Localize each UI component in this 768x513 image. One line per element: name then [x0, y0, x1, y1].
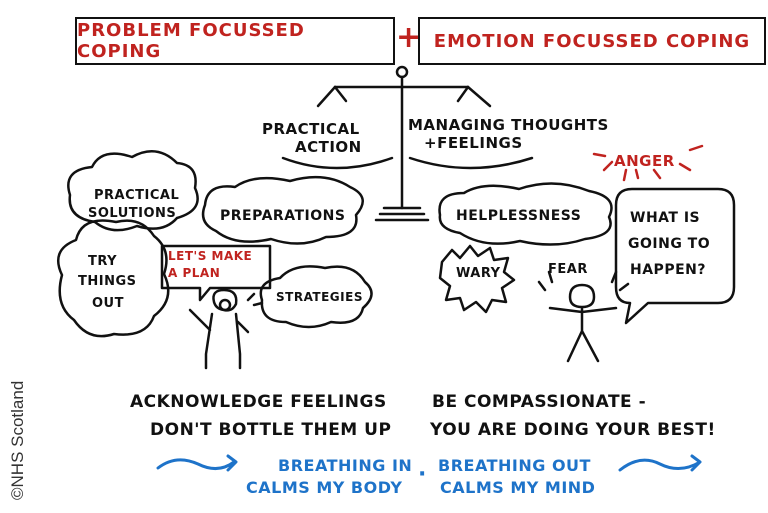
breathing-in-line-2: CALMS MY BODY [246, 478, 403, 497]
try-text-1: TRY [88, 254, 118, 269]
preparations-text: PREPARATIONS [220, 208, 346, 224]
breathing-out-line-1: BREATHING OUT [438, 456, 591, 475]
problem-focussed-coping-label: PROBLEM FOCUSSED COPING [75, 17, 395, 65]
breathing-out-line-2: CALMS MY MIND [440, 478, 596, 497]
what-text-2: GOING TO [628, 236, 711, 252]
advice-left-line-2: DON'T BOTTLE THEM UP [150, 420, 392, 440]
burst-wary [438, 244, 516, 314]
breathing-dot: · [418, 462, 427, 487]
try-text-3: OUT [92, 296, 124, 311]
scale-left-pan [281, 156, 394, 170]
try-text-2: THINGS [78, 274, 137, 289]
strategies-text: STRATEGIES [276, 290, 363, 304]
figure-left [188, 288, 250, 370]
practical-solutions-text-2: SOLUTIONS [88, 206, 177, 221]
advice-right-line-1: BE COMPASSIONATE - [432, 392, 647, 412]
advice-right-line-2: YOU ARE DOING YOUR BEST! [430, 420, 716, 440]
cloud-practical-solutions [67, 150, 199, 232]
cloud-helplessness [438, 182, 613, 246]
figure-right [548, 283, 618, 363]
practical-solutions-text-1: PRACTICAL [94, 188, 180, 203]
anger-text: ANGER [614, 152, 675, 170]
cloud-try-things-out [57, 219, 170, 338]
advice-left-line-1: ACKNOWLEDGE FEELINGS [130, 392, 387, 412]
helplessness-text: HELPLESSNESS [456, 208, 582, 224]
what-text-1: WHAT IS [630, 210, 701, 226]
anger-marks [592, 144, 704, 182]
scale-pivot-icon [395, 65, 409, 79]
breathing-in-line-1: BREATHING IN [278, 456, 413, 475]
arrow-out-icon [618, 454, 702, 472]
fear-text: FEAR [548, 262, 588, 277]
scale-right-pan [408, 156, 534, 170]
cloud-strategies [259, 265, 373, 329]
plan-text-2: A PLAN [168, 266, 221, 280]
emotion-focussed-coping-label: EMOTION FOCUSSED COPING [418, 17, 766, 65]
wary-text: WARY [456, 266, 501, 281]
practical-action-label-1: PRACTICAL [262, 120, 360, 138]
plan-speech-bubble [160, 244, 272, 302]
plan-text-1: LET'S MAKE [168, 249, 253, 263]
arrow-in-icon [156, 454, 238, 472]
practical-action-label-2: ACTION [295, 138, 362, 156]
managing-thoughts-label-1: MANAGING THOUGHTS [408, 116, 609, 134]
managing-thoughts-label-2: +FEELINGS [424, 134, 523, 152]
bubble-what-is-going-to-happen [614, 187, 736, 325]
plus-sign: + [396, 20, 422, 55]
what-text-3: HAPPEN? [630, 262, 706, 278]
cloud-preparations [201, 175, 364, 245]
copyright-credit: ©NHS Scotland [8, 380, 27, 500]
